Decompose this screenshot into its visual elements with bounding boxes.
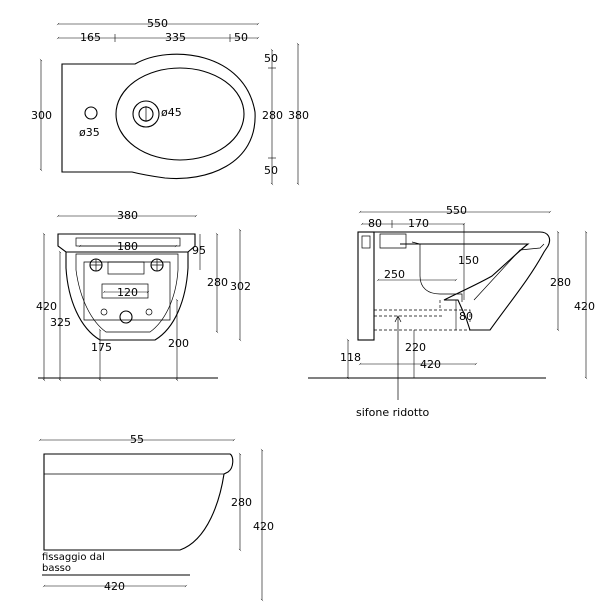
drain-hole	[119, 310, 133, 324]
hole-large-label: ø45	[161, 106, 182, 119]
side-dim-220: 220	[405, 341, 426, 354]
bottom-body	[43, 453, 234, 551]
top-view-basin	[115, 67, 245, 161]
front-dim-175: 175	[91, 341, 112, 354]
front-dim-420: 420	[36, 300, 57, 313]
front-dim-200: 200	[168, 337, 189, 350]
siphon-dashed	[374, 300, 471, 331]
front-dim-325: 325	[50, 316, 71, 329]
large-hole-outer	[132, 100, 160, 128]
side-dim-80-right: 80	[459, 310, 473, 323]
fixing-note-line1: fissaggio dal	[42, 552, 105, 563]
bottom-dim-280: 280	[231, 496, 252, 509]
side-dim-80-top: 80	[368, 217, 382, 230]
top-dim-50-lower: 50	[264, 164, 278, 177]
hole-small-label: ø35	[79, 126, 100, 139]
top-dim-335: 335	[165, 31, 186, 44]
side-view: 550 80 170 150 250 280 420 80 220 118 42…	[308, 204, 595, 419]
top-dim-380: 380	[288, 109, 309, 122]
bottom-dim-420: 420	[253, 520, 274, 533]
top-view-outline	[61, 53, 256, 180]
front-dim-302: 302	[230, 280, 251, 293]
side-wall	[357, 231, 375, 341]
top-dim-50: 50	[234, 31, 248, 44]
front-view: 380 180 120 95 280 302 420 325 175 200	[36, 209, 251, 382]
bottom-view: 55 280 420 420 fissaggio dal basso	[38, 433, 274, 602]
side-dim-118: 118	[340, 351, 361, 364]
front-dim-180: 180	[117, 240, 138, 253]
front-dim-280: 280	[207, 276, 228, 289]
small-hole	[84, 106, 98, 120]
top-view: ø35 ø45 550 165 335 50 300 50 280 50 380	[31, 17, 309, 186]
front-body	[65, 252, 189, 341]
front-dim-380: 380	[117, 209, 138, 222]
siphon-label: sifone ridotto	[356, 406, 430, 419]
side-dim-150: 150	[458, 254, 479, 267]
bottom-dim-420-width: 420	[104, 580, 125, 593]
fixing-note-line2: basso	[42, 563, 71, 574]
top-dim-width: 550	[147, 17, 168, 30]
side-dim-170: 170	[408, 217, 429, 230]
side-dim-420: 420	[574, 300, 595, 313]
side-dim-420-bottom: 420	[420, 358, 441, 371]
top-dim-50-upper: 50	[264, 52, 278, 65]
front-dim-120: 120	[117, 286, 138, 299]
bottom-dim-55: 55	[130, 433, 144, 446]
top-dim-280: 280	[262, 109, 283, 122]
side-dim-550: 550	[446, 204, 467, 217]
top-dim-300: 300	[31, 109, 52, 122]
top-dim-165: 165	[80, 31, 101, 44]
side-dim-250: 250	[384, 268, 405, 281]
front-dim-95: 95	[192, 244, 206, 257]
side-dim-280: 280	[550, 276, 571, 289]
